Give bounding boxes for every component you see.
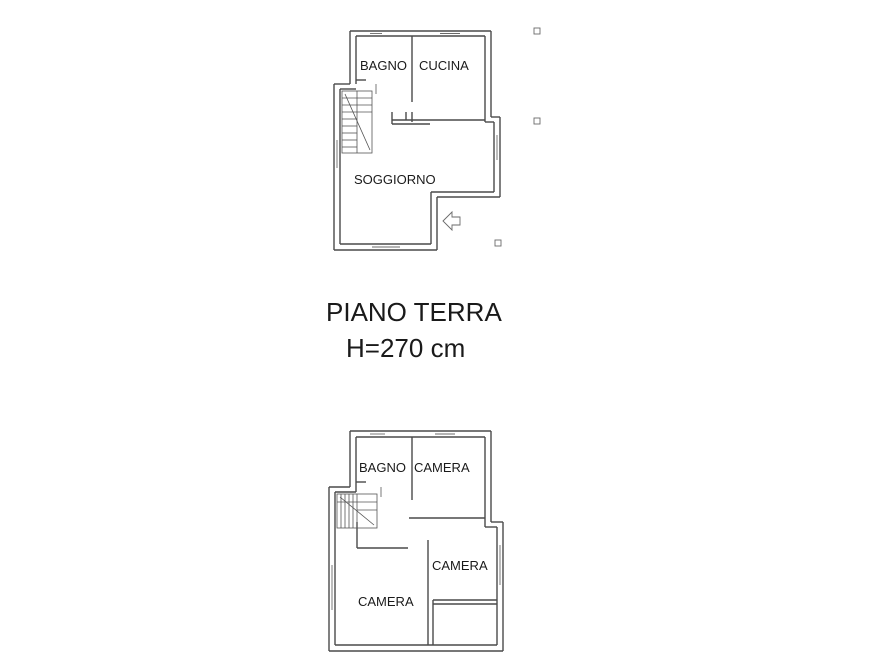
room-label-camera-right: CAMERA [432, 558, 488, 573]
entrance-arrow-icon [442, 210, 461, 232]
floor-height-label: H=270 cm [346, 333, 465, 363]
room-label-soggiorno: SOGGIORNO [354, 172, 436, 187]
room-label-cucina: CUCINA [419, 58, 469, 73]
ground-floor-exterior-posts [494, 27, 541, 247]
room-label-bagno-ground: BAGNO [360, 58, 407, 73]
floor-name-label: PIANO TERRA [326, 297, 502, 327]
upper-floor-staircase [336, 493, 378, 529]
upper-floor-partitions [356, 437, 497, 645]
upper-floor-outer-walls [328, 430, 504, 652]
upper-floor-plan: BAGNO CAMERA CAMERA CAMERA [328, 430, 504, 652]
ground-floor-staircase [341, 90, 373, 154]
ground-floor-outer-walls [333, 30, 501, 251]
ground-floor-windows [336, 33, 498, 248]
ground-floor-partitions [356, 36, 485, 125]
room-label-camera-left: CAMERA [358, 594, 414, 609]
room-label-camera-top: CAMERA [414, 460, 470, 475]
upper-floor-windows [331, 433, 501, 610]
room-label-bagno-upper: BAGNO [359, 460, 406, 475]
ground-floor-plan: BAGNO CUCINA SOGGIORNO [333, 27, 541, 251]
